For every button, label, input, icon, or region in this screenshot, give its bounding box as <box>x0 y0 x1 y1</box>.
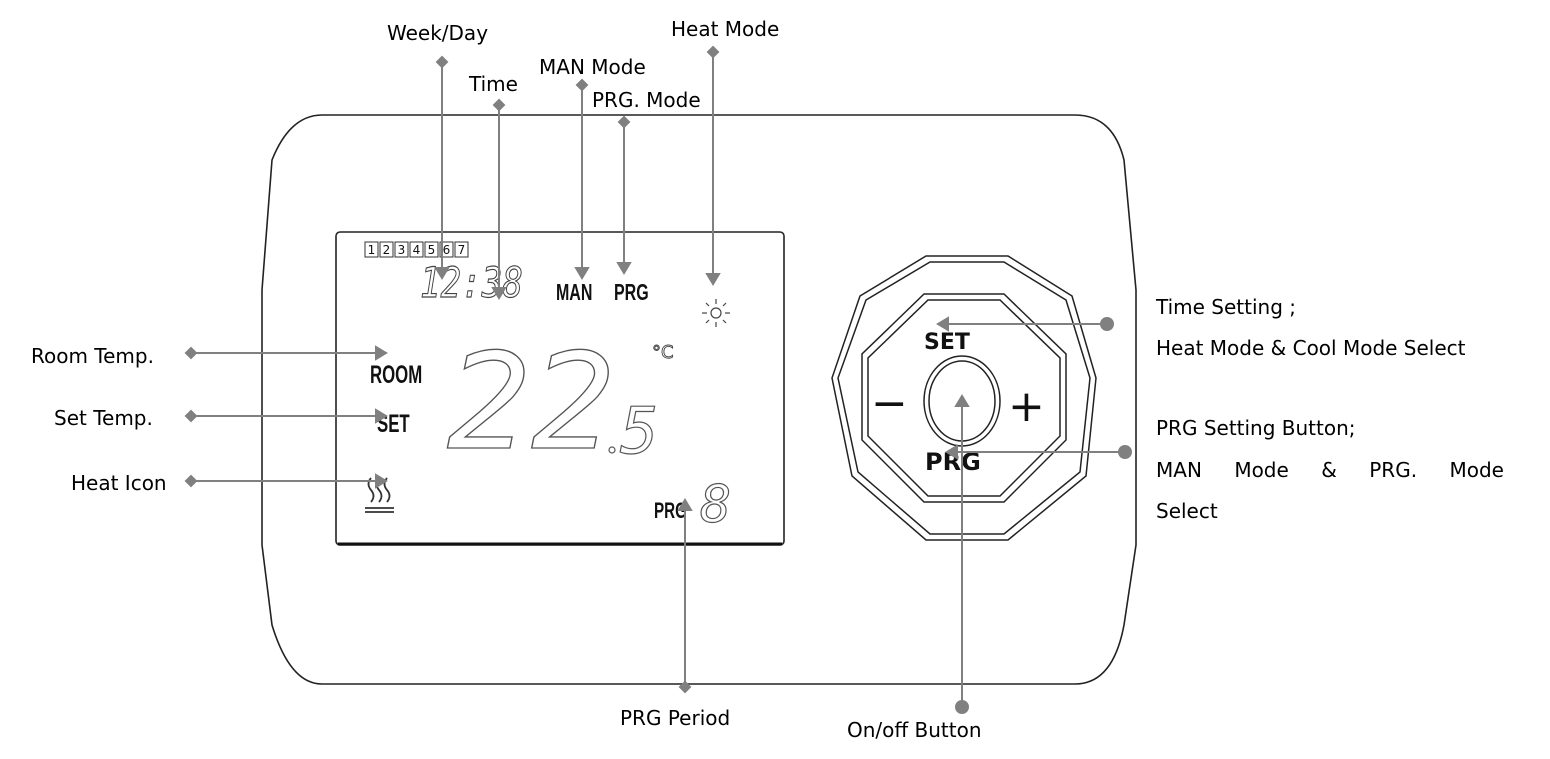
outer-bezel <box>831 255 1097 541</box>
day-3: 3 <box>398 243 406 257</box>
label-on-off-button: On/off Button <box>847 718 982 742</box>
label-man-mode: MAN Mode <box>539 55 646 79</box>
day-2: 2 <box>383 243 391 257</box>
label-prg-mode: PRG. Mode <box>592 88 701 112</box>
set-button[interactable]: SET <box>924 330 970 355</box>
label-prg-period: PRG Period <box>620 706 731 730</box>
label-time-setting-2: Heat Mode & Cool Mode Select <box>1156 336 1466 360</box>
day-box-5 <box>424 241 439 258</box>
button-cluster[interactable] <box>831 255 1097 541</box>
inner-octagon <box>861 293 1067 503</box>
day-5: 5 <box>428 243 436 257</box>
day-box-1 <box>364 241 379 258</box>
day-box-7 <box>454 241 469 258</box>
day-6: 6 <box>443 243 451 257</box>
word-man: MAN <box>1156 458 1202 482</box>
lcd-period-digit: 8 <box>700 475 731 535</box>
plus-button[interactable]: + <box>1008 381 1045 432</box>
week-day-leader-head <box>435 55 449 69</box>
lcd-unit: °C <box>652 342 674 363</box>
lcd-man: MAN <box>556 280 592 306</box>
label-set-temp: Set Temp. <box>54 406 153 430</box>
day-indicator: 1 2 3 4 5 6 7 <box>364 241 469 258</box>
label-prg-setting-2: MAN Mode & PRG. Mode <box>1156 458 1504 482</box>
word-mode-2: Mode <box>1449 458 1504 482</box>
inner-octagon-2 <box>867 299 1061 497</box>
lcd-room: ROOM <box>370 361 422 389</box>
lcd-decimal-point <box>608 446 616 454</box>
label-room-temp: Room Temp. <box>31 344 154 368</box>
label-week-day: Week/Day <box>387 21 489 45</box>
label-heat-mode: Heat Mode <box>671 17 780 41</box>
lcd-time: 12:38 <box>420 259 523 307</box>
label-prg-setting-1: PRG Setting Button; <box>1156 416 1356 440</box>
leader-lines <box>184 45 1132 714</box>
minus-button[interactable]: − <box>871 378 908 429</box>
lcd-decimal: 5 <box>620 395 659 469</box>
lcd-prg: PRG <box>614 280 649 306</box>
sun-icon <box>702 299 730 327</box>
word-prg: PRG. <box>1369 458 1418 482</box>
day-7: 7 <box>458 243 466 257</box>
word-mode-1: Mode <box>1234 458 1289 482</box>
day-box-4 <box>409 241 424 258</box>
word-and: & <box>1321 458 1337 482</box>
lcd-temperature: 22 <box>447 325 616 480</box>
day-4: 4 <box>413 243 421 257</box>
day-box-6 <box>439 241 454 258</box>
label-time-setting-1: Time Setting ; <box>1156 295 1297 319</box>
label-heat-icon: Heat Icon <box>71 471 167 495</box>
outer-bezel-inner <box>837 261 1091 535</box>
label-time: Time <box>469 72 518 96</box>
day-1: 1 <box>368 243 376 257</box>
day-box-3 <box>394 241 409 258</box>
day-box-2 <box>379 241 394 258</box>
label-prg-setting-3: Select <box>1156 499 1218 523</box>
